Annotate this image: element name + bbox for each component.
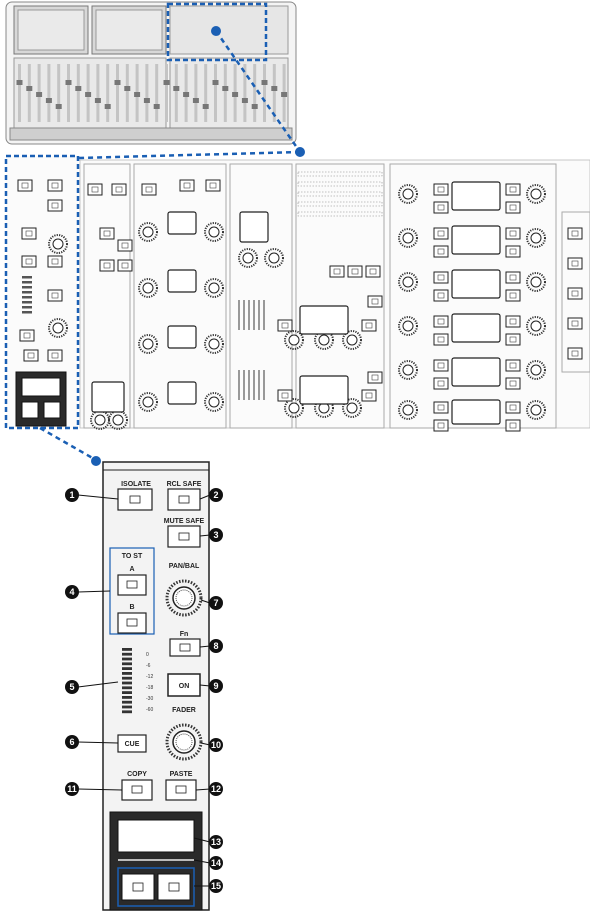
callout-13: 13 xyxy=(209,835,223,849)
on-button[interactable]: ON xyxy=(167,673,201,697)
svg-text:RCL SAFE: RCL SAFE xyxy=(167,481,202,488)
meter-scale-label: -60 xyxy=(146,707,153,713)
channel-meter: 0 -6 -12 -18 -30 -60 xyxy=(122,648,153,714)
svg-text:MUTE SAFE: MUTE SAFE xyxy=(164,518,205,525)
meter-scale-label: -12 xyxy=(146,674,153,680)
recall-safe-button[interactable]: RCL SAFE xyxy=(167,481,202,511)
highlight-box-overview xyxy=(166,2,268,62)
isolate-button[interactable]: ISOLATE xyxy=(117,481,153,511)
callout-3: 3 xyxy=(209,528,223,542)
svg-text:Fn: Fn xyxy=(180,631,189,638)
svg-text:CUE: CUE xyxy=(125,741,140,748)
svg-text:PAN/BAL: PAN/BAL xyxy=(169,563,200,570)
callout-6: 6 xyxy=(65,735,79,749)
console-overview xyxy=(5,1,297,145)
svg-text:9: 9 xyxy=(213,681,218,691)
svg-text:14: 14 xyxy=(211,858,221,868)
callout-15: 15 xyxy=(209,879,223,893)
meter-scale-label: -6 xyxy=(146,663,151,669)
callout-4: 4 xyxy=(65,585,79,599)
fn-button[interactable]: Fn xyxy=(169,631,201,657)
callout-10: 10 xyxy=(209,738,223,752)
svg-text:TO ST: TO ST xyxy=(122,553,143,560)
callout-14: 14 xyxy=(209,856,223,870)
paste-button[interactable]: PASTE xyxy=(165,771,197,801)
user-key-left[interactable] xyxy=(121,873,155,901)
callout-5: 5 xyxy=(65,680,79,694)
callout-12: 12 xyxy=(209,782,223,796)
cue-button[interactable]: CUE xyxy=(117,734,147,753)
callout-7: 7 xyxy=(209,596,223,610)
user-defined-keys xyxy=(117,867,195,907)
callout-lines xyxy=(77,494,211,887)
svg-text:11: 11 xyxy=(67,784,77,794)
callout-1: 1 xyxy=(65,488,79,502)
svg-text:13: 13 xyxy=(211,837,221,847)
meter-scale-label: 0 xyxy=(146,652,149,658)
svg-text:PASTE: PASTE xyxy=(170,771,193,778)
svg-text:2: 2 xyxy=(213,490,218,500)
to-stereo-a-button[interactable]: A xyxy=(117,566,147,596)
to-stereo-b-button[interactable]: B xyxy=(117,604,147,634)
meter-scale-label: -30 xyxy=(146,696,153,702)
callout-9: 9 xyxy=(209,679,223,693)
svg-text:COPY: COPY xyxy=(127,771,147,778)
pan-bal-knob[interactable]: PAN/BAL xyxy=(165,563,203,617)
callout-2: 2 xyxy=(209,488,223,502)
svg-text:3: 3 xyxy=(213,530,218,540)
svg-text:12: 12 xyxy=(211,784,221,794)
svg-text:1: 1 xyxy=(69,490,74,500)
meter-scale-label: -18 xyxy=(146,685,153,691)
svg-text:15: 15 xyxy=(211,881,221,891)
callout-8: 8 xyxy=(209,639,223,653)
svg-text:ON: ON xyxy=(179,683,190,690)
svg-text:4: 4 xyxy=(69,587,74,597)
callout-11: 11 xyxy=(65,782,79,796)
svg-text:8: 8 xyxy=(213,641,218,651)
fader-knob[interactable]: FADER xyxy=(165,707,203,761)
svg-text:A: A xyxy=(129,566,134,573)
user-key-right[interactable] xyxy=(157,873,191,901)
svg-text:5: 5 xyxy=(69,682,74,692)
mute-safe-button[interactable]: MUTE SAFE xyxy=(164,518,205,548)
svg-text:10: 10 xyxy=(211,740,221,750)
svg-text:7: 7 xyxy=(213,598,218,608)
svg-text:6: 6 xyxy=(69,737,74,747)
svg-text:FADER: FADER xyxy=(172,707,196,714)
selected-channel-section xyxy=(79,159,590,432)
svg-text:B: B xyxy=(129,604,134,611)
svg-text:ISOLATE: ISOLATE xyxy=(121,481,151,488)
